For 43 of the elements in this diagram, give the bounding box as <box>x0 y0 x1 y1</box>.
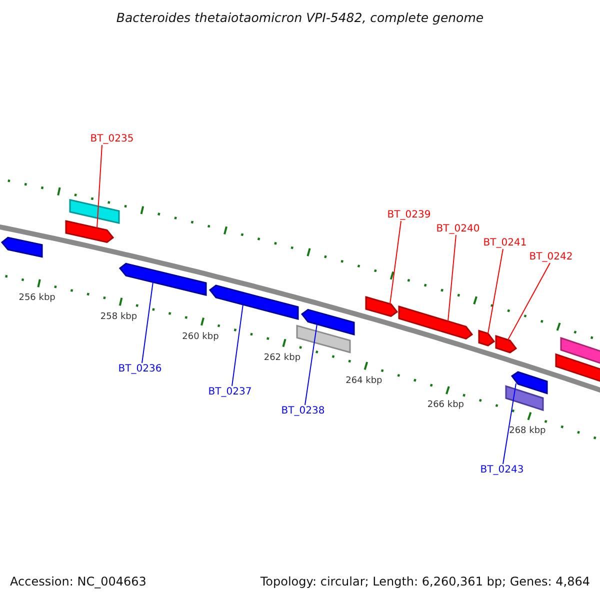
scale-label: 260 kbp <box>182 332 219 342</box>
title: Bacteroides thetaiotaomicron VPI-5482, complete genome <box>116 11 484 25</box>
gene-feature <box>365 296 398 318</box>
gene-label: BT_0237 <box>208 386 252 398</box>
scale-label: 256 kbp <box>18 294 56 304</box>
gene-feature <box>495 334 518 354</box>
gene-feature <box>208 284 299 320</box>
gene-feature <box>118 262 207 296</box>
leader-line <box>508 262 550 340</box>
leader-line <box>142 282 154 364</box>
gene-label: BT_0238 <box>281 406 325 416</box>
gene-feature <box>555 353 600 382</box>
leader-line <box>488 248 504 334</box>
gene-label: BT_0240 <box>436 224 480 234</box>
gene-feature <box>300 308 355 336</box>
gene-label: BT_0235 <box>90 134 134 144</box>
leader-line <box>502 382 516 464</box>
gene-label: BT_0243 <box>480 464 524 476</box>
leader-line <box>304 324 318 406</box>
leader-line <box>448 234 456 322</box>
gene-feature <box>398 306 474 340</box>
leader-line <box>96 144 102 228</box>
leader-line <box>390 220 402 304</box>
gene-label: BT_0236 <box>118 364 162 374</box>
gene-label: BT_0241 <box>483 238 527 248</box>
gene-feature <box>478 330 496 346</box>
accession-text: Accession: NC_004663 <box>10 575 146 589</box>
gene-feature <box>0 236 43 258</box>
scale-label: 266 kbp <box>427 401 464 412</box>
scale-label: 258 kbp <box>100 312 138 323</box>
gene-label: BT_0239 <box>387 210 431 220</box>
feature-bar <box>296 324 351 354</box>
leader-line <box>232 304 244 386</box>
scale-label: 264 kbp <box>346 376 382 387</box>
gene-feature <box>510 371 548 394</box>
scale-label: 268 kbp <box>509 427 546 438</box>
feature-bar <box>69 198 120 224</box>
gene-label: BT_0242 <box>529 252 573 262</box>
scale-label: 262 kbp <box>264 354 301 364</box>
genome-stats-text: Topology: circular; Length: 6,260,361 bp; Genes: 4,864 <box>260 575 590 589</box>
gene-feature <box>65 220 114 243</box>
feature-bar <box>560 336 600 366</box>
feature-bar <box>505 385 544 412</box>
